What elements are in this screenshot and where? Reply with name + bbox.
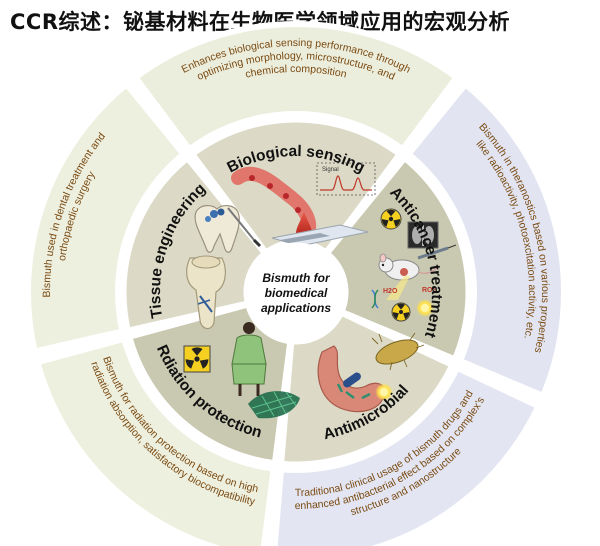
sector-description-sensing: chemical composition bbox=[244, 63, 348, 81]
capsule-icon bbox=[343, 372, 361, 388]
center-line-1: Bismuth for bbox=[262, 271, 331, 285]
syringe-icon bbox=[417, 244, 457, 260]
bacteria-icon bbox=[371, 332, 425, 371]
outer-ring bbox=[25, 21, 567, 546]
mesh-icon bbox=[248, 391, 300, 419]
light-beam-icon bbox=[386, 276, 434, 317]
ros-label: ROS bbox=[422, 287, 438, 294]
xray-image-icon bbox=[407, 221, 439, 249]
radiation-icon bbox=[183, 345, 211, 373]
illustrations: Signal bbox=[183, 162, 457, 419]
outer-sector-antimicrobial bbox=[271, 363, 543, 546]
radiation-icon bbox=[380, 208, 402, 230]
h2o-label: H2O bbox=[383, 288, 398, 295]
blood-vessel-icon bbox=[231, 166, 317, 239]
dental-tool-icon bbox=[227, 207, 262, 248]
outer-sector-tissue bbox=[25, 80, 188, 355]
outer-sector-anticancer bbox=[404, 80, 567, 400]
middle-sector-tissue bbox=[121, 155, 268, 334]
stomach-icon bbox=[317, 345, 386, 413]
knee-joint-icon bbox=[186, 255, 226, 330]
outer-sector-radiation bbox=[33, 334, 278, 546]
mouse-icon bbox=[378, 253, 441, 281]
lead-apron-icon bbox=[231, 322, 267, 396]
signal-label: Signal bbox=[322, 167, 339, 173]
outer-sector-sensing bbox=[131, 21, 461, 154]
center-circle bbox=[246, 242, 346, 342]
center-line-2: biomedical bbox=[265, 286, 328, 300]
dna-icon bbox=[371, 289, 379, 309]
center-line-3: applications bbox=[261, 301, 331, 315]
signal-plot-icon: Signal bbox=[316, 162, 376, 196]
light-icon bbox=[375, 383, 393, 401]
tooth-icon bbox=[194, 205, 240, 253]
radiation-icon bbox=[391, 302, 411, 322]
